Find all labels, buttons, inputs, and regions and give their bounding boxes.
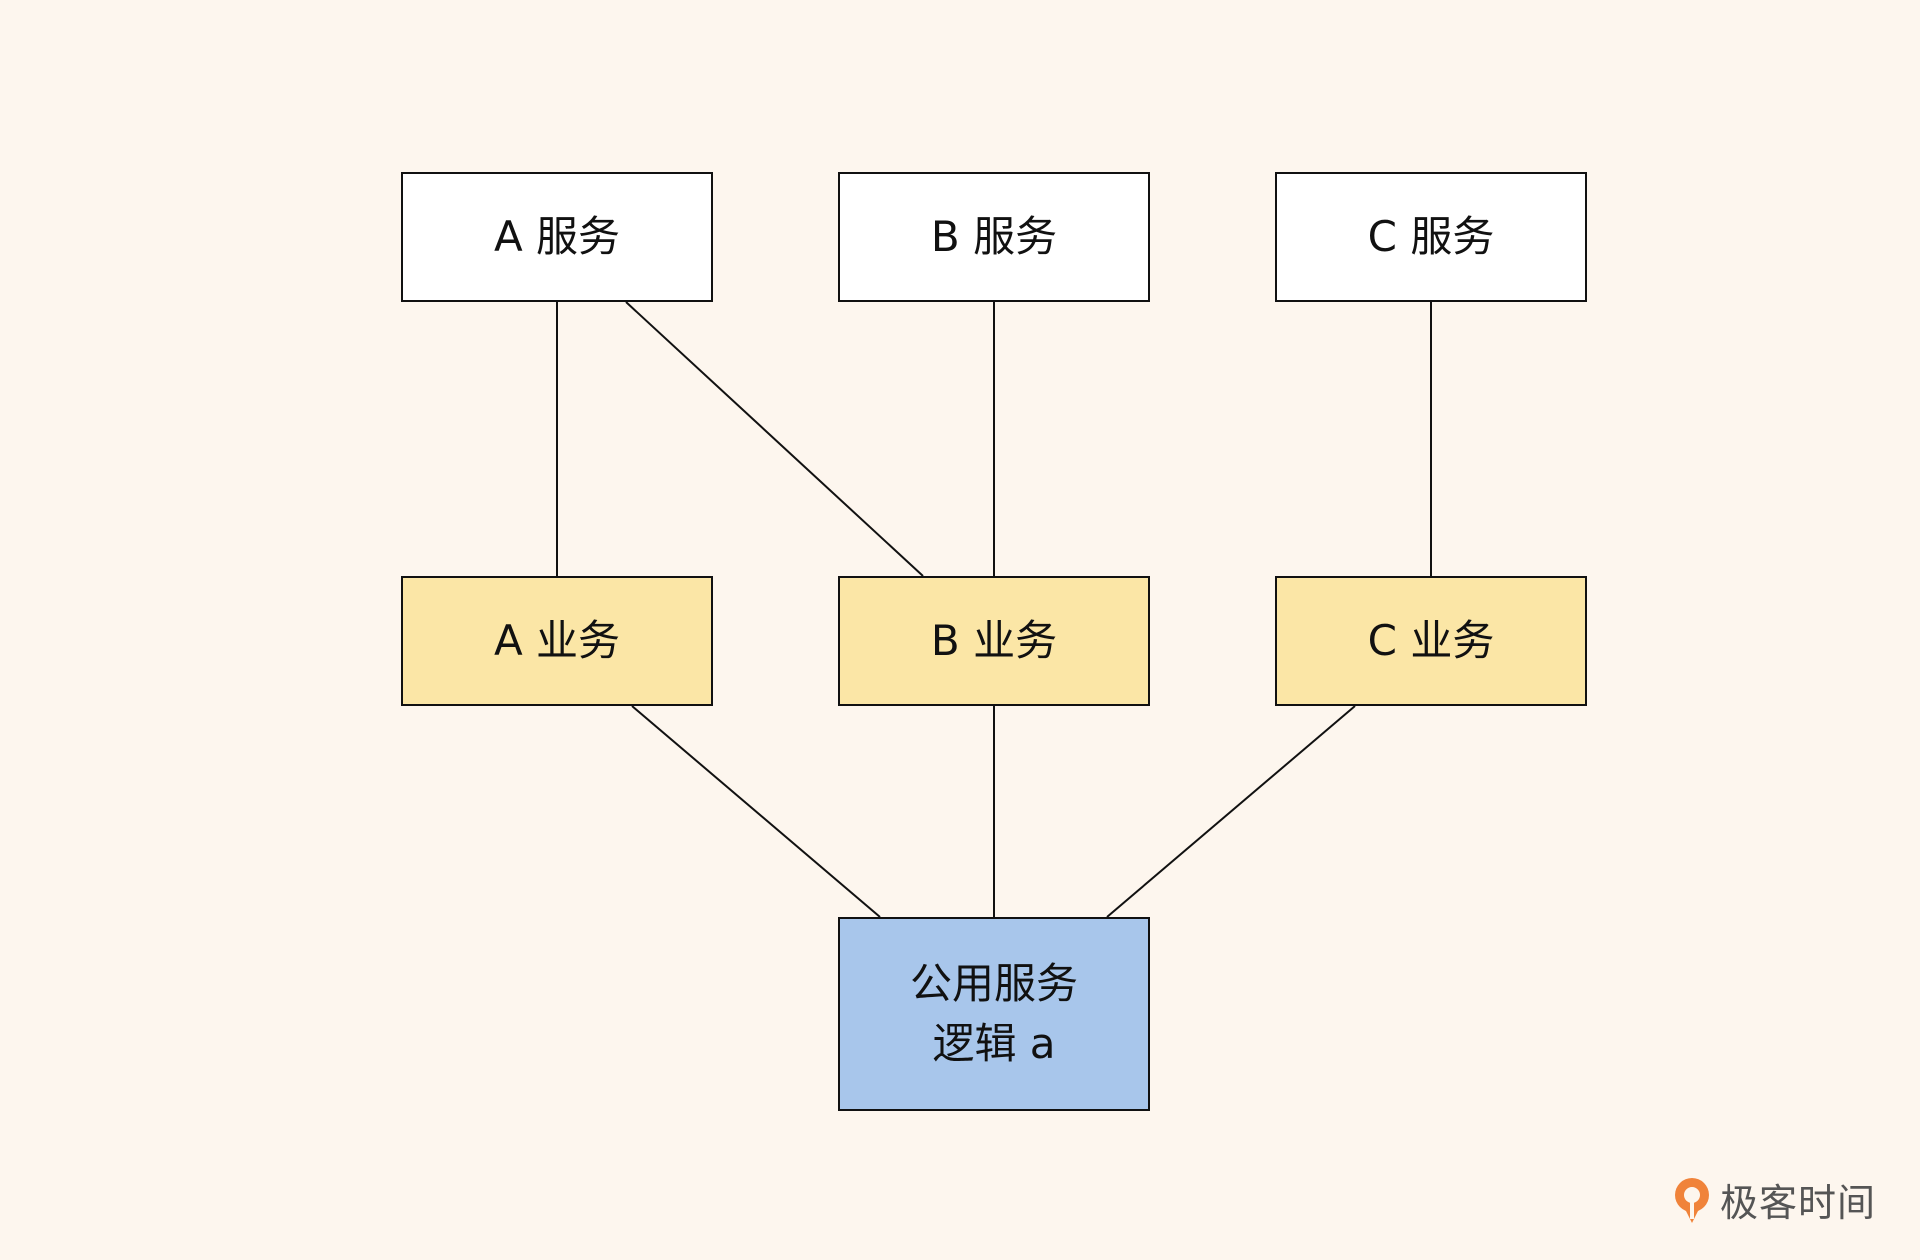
common-service-line1: 公用服务 bbox=[909, 959, 1078, 1008]
c-business-label: C 业务 bbox=[1367, 616, 1495, 665]
c-service-label: C 服务 bbox=[1367, 212, 1495, 261]
b-service-box: B 服务 bbox=[838, 172, 1150, 302]
line-c-business-to-common bbox=[1106, 705, 1356, 918]
geektime-logo-text: 极客时间 bbox=[1720, 1181, 1877, 1225]
geektime-logo-icon bbox=[1675, 1177, 1709, 1223]
c-service-box: C 服务 bbox=[1275, 172, 1587, 302]
b-business-label: B 业务 bbox=[930, 616, 1058, 665]
line-a-business-to-common bbox=[631, 705, 881, 918]
common-service-line2: 逻辑 a bbox=[932, 1019, 1056, 1068]
a-business-label: A 业务 bbox=[493, 616, 621, 665]
c-business-box: C 业务 bbox=[1275, 576, 1587, 706]
b-business-box: B 业务 bbox=[838, 576, 1150, 706]
b-service-label: B 服务 bbox=[930, 212, 1058, 261]
a-service-label: A 服务 bbox=[493, 212, 621, 261]
line-a-service-to-b-business bbox=[625, 301, 924, 577]
geektime-logo: 极客时间 bbox=[1670, 1172, 1876, 1227]
a-service-box: A 服务 bbox=[401, 172, 713, 302]
a-business-box: A 业务 bbox=[401, 576, 713, 706]
common-service-box: 公用服务 逻辑 a bbox=[838, 917, 1150, 1111]
